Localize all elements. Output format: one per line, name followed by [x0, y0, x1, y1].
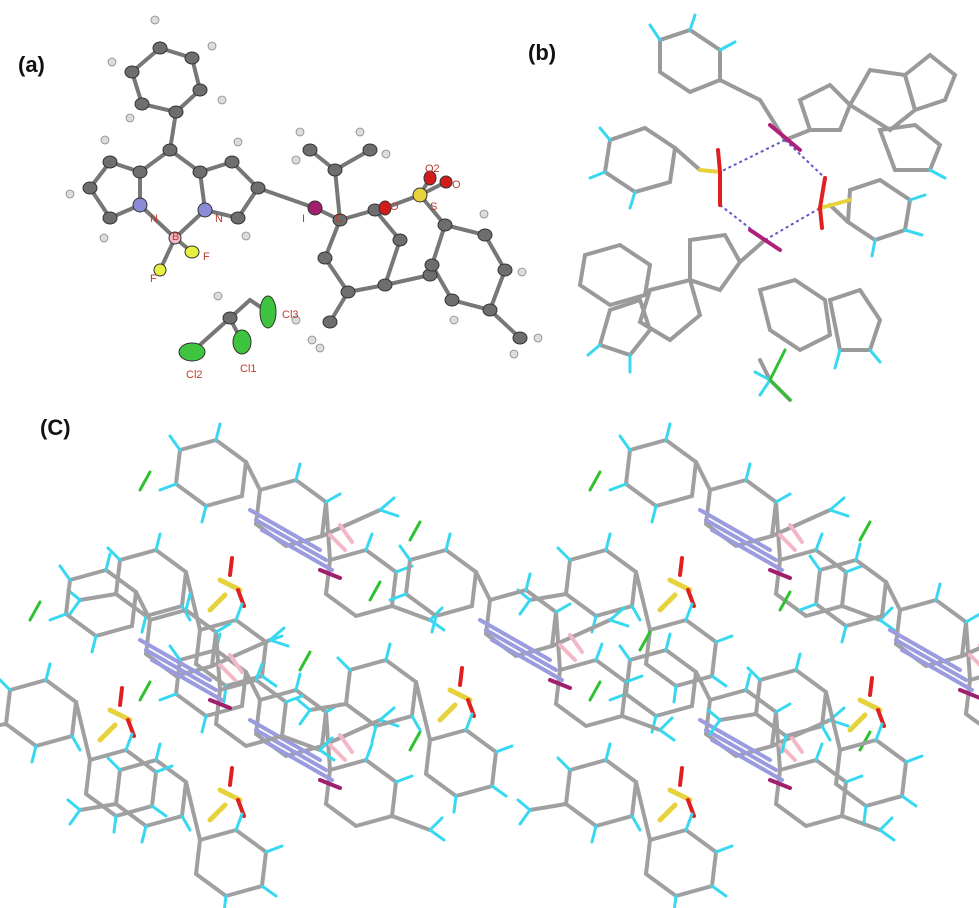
label-carbon: C — [335, 213, 343, 225]
panel-a-hetero-atoms — [132, 170, 453, 362]
chlorine-atom-2 — [178, 342, 206, 362]
panel-label-c: (C) — [40, 415, 71, 440]
chlorine-atom-1 — [232, 329, 252, 355]
label-sulfur: S — [430, 201, 437, 213]
panel-b-ch2cl2 — [753, 348, 792, 402]
label-n-left: N — [150, 213, 158, 225]
label-o3: O — [452, 179, 461, 191]
iodine-atom — [307, 200, 323, 216]
nitrogen-atom-left — [132, 197, 148, 213]
packing-unit-3 — [68, 634, 444, 908]
oxygen-atom-1 — [378, 200, 392, 216]
panel-b-iodine-bonds — [748, 123, 802, 252]
panel-a-carbon-atoms — [82, 41, 528, 345]
label-iodine: I — [302, 213, 305, 225]
fluorine-atom-1 — [153, 263, 167, 277]
label-o2: O2 — [425, 163, 440, 175]
label-f1: F — [150, 273, 157, 285]
fluorine-atom-2 — [184, 245, 200, 259]
nitrogen-atom-right — [197, 202, 213, 218]
sulfur-atom — [412, 187, 428, 203]
panel-a-hydrogen-atoms — [65, 15, 543, 359]
label-o1: O — [390, 201, 399, 213]
oxygen-atom-3 — [439, 175, 453, 189]
panel-label-b: (b) — [528, 40, 557, 65]
panel-b-hydrogens — [586, 13, 947, 374]
panel-a-atom-labels: N N B F F I C S O O2 O Cl1 Cl2 Cl3 — [150, 163, 461, 381]
label-n-right: N — [215, 213, 223, 225]
label-cl3: Cl3 — [282, 309, 299, 321]
chlorine-atom-3 — [259, 295, 277, 329]
panel-label-a: (a) — [18, 52, 45, 77]
oxygen-atom-2 — [423, 170, 437, 186]
panel-b-sulfonyl — [698, 148, 852, 230]
label-f2: F — [203, 251, 210, 263]
label-cl2: Cl2 — [186, 369, 203, 381]
label-cl1: Cl1 — [240, 363, 257, 375]
panel-b-halogen-bonds — [719, 139, 826, 241]
label-b: B — [172, 231, 179, 243]
boron-atom — [168, 231, 182, 245]
